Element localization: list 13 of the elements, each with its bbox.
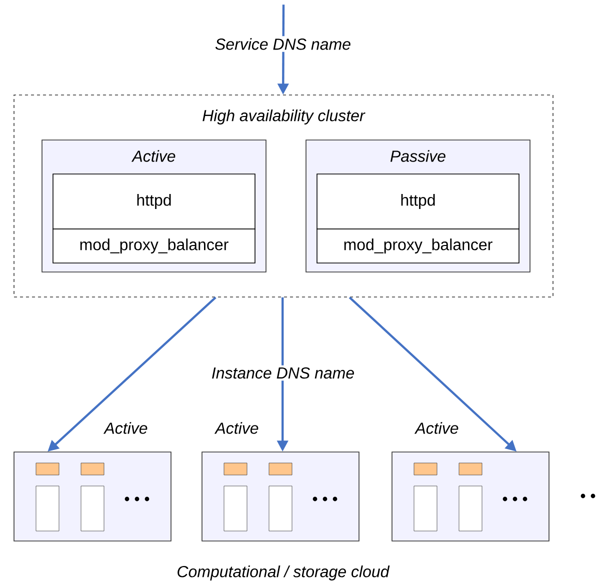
server-box bbox=[392, 452, 550, 542]
status-label: Active bbox=[103, 422, 148, 434]
status-label: Active bbox=[414, 422, 458, 434]
module-box: httpd bbox=[316, 174, 520, 230]
edge-label: Instance DNS name bbox=[209, 365, 357, 381]
module-box: mod_proxy_balancer bbox=[52, 228, 256, 264]
status-label: Active bbox=[214, 422, 258, 434]
caption-label: Computational / storage cloud bbox=[178, 566, 390, 580]
module-box: mod_proxy_balancer bbox=[316, 228, 520, 264]
edge-label: Service DNS name bbox=[212, 36, 354, 52]
server-box bbox=[14, 452, 172, 542]
server-box bbox=[202, 452, 360, 542]
module-box: httpd bbox=[52, 174, 256, 230]
